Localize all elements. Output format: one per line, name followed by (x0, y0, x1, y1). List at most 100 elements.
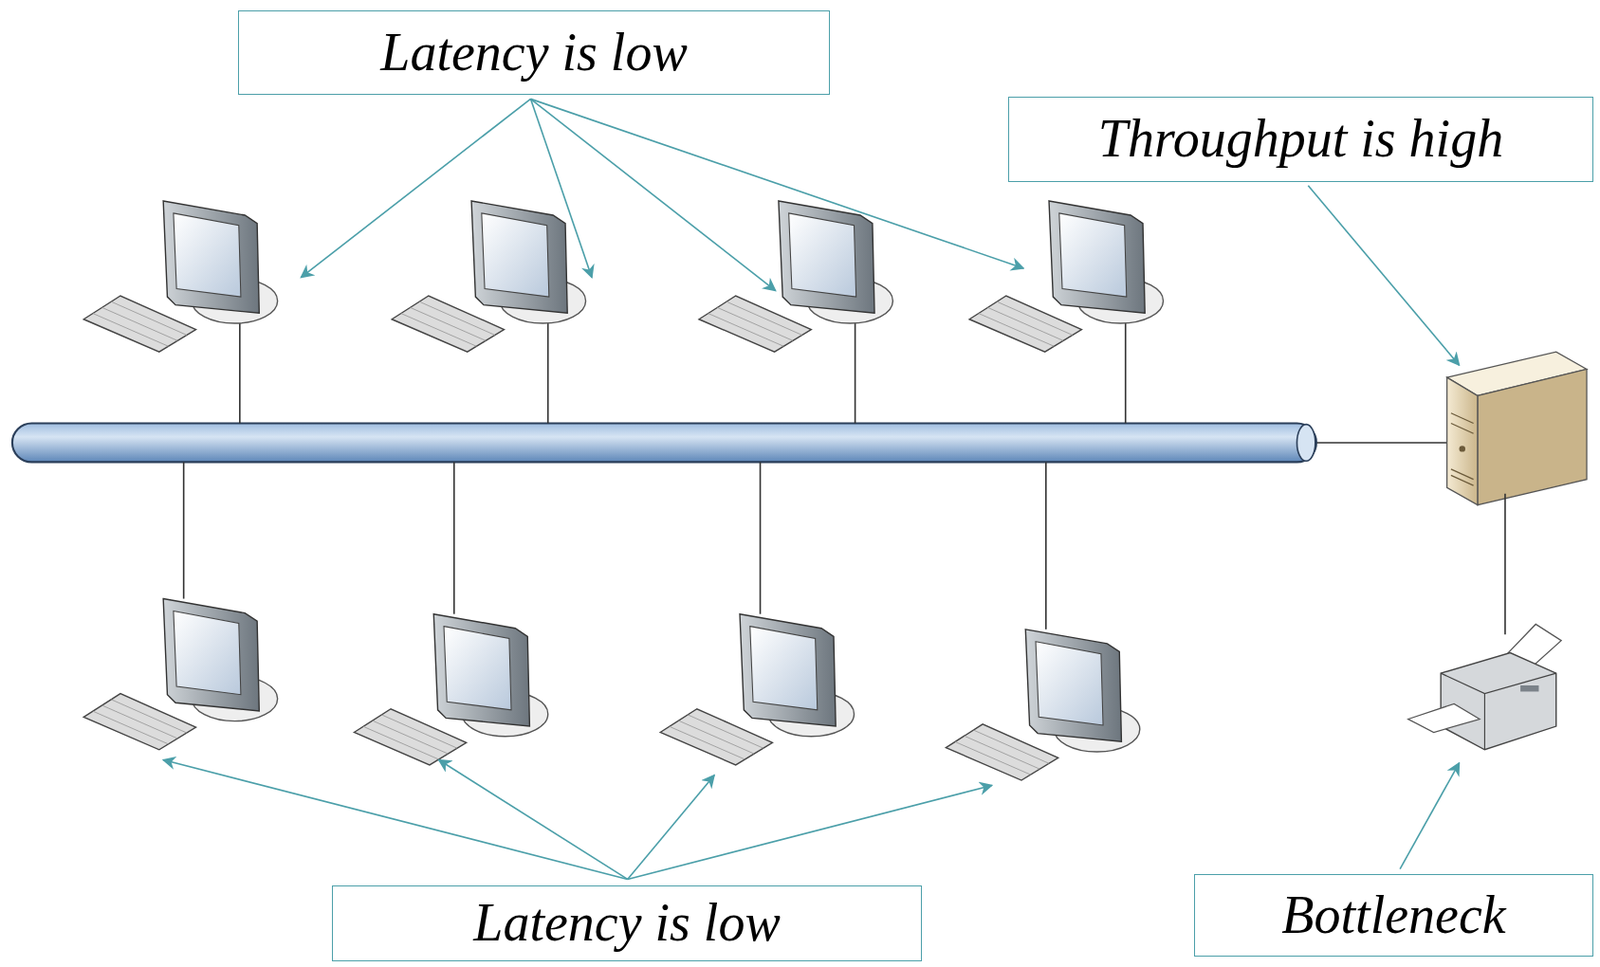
leader-arrow (1399, 763, 1459, 870)
leader-arrow (163, 760, 628, 881)
key-row (419, 301, 496, 335)
server-link (1316, 441, 1448, 444)
key-row (401, 313, 478, 348)
keyboard (945, 724, 1058, 781)
key-row (726, 301, 803, 335)
server-front (1447, 377, 1478, 505)
keyboard (353, 709, 466, 766)
leader-arrow (300, 98, 531, 277)
scene (12, 98, 1587, 880)
leader-arrow (530, 98, 592, 277)
leader-arrow (530, 98, 775, 291)
monitor-screen (173, 213, 241, 297)
printer-link (1504, 494, 1507, 635)
key-row (363, 726, 440, 760)
server-slot (1451, 413, 1474, 424)
monitor-screen (481, 213, 550, 297)
paper-out (1408, 703, 1480, 733)
printer-panel (1520, 685, 1539, 692)
monitor-screen (1035, 642, 1104, 726)
leader-arrow (439, 760, 628, 881)
monitor-screen (750, 626, 818, 711)
monitor-screen (443, 626, 512, 711)
monitor-body (433, 614, 530, 727)
workstation (83, 599, 277, 751)
key-row (955, 741, 1031, 775)
callout-text: Throughput is high (1098, 110, 1504, 169)
printer-edge (1440, 673, 1557, 695)
server (1447, 351, 1587, 505)
key-row (973, 730, 1049, 764)
callout-box: Bottleneck (1194, 874, 1594, 957)
drop-cable (547, 323, 550, 423)
bus-end (1296, 424, 1315, 462)
monitor-body (1048, 201, 1145, 313)
key-row (717, 307, 793, 341)
drop-cable (1045, 461, 1048, 629)
leader-arrow (627, 785, 993, 880)
key-row (669, 726, 746, 760)
keyboard (969, 295, 1082, 352)
workstation (698, 201, 893, 352)
key-row (381, 715, 458, 749)
monitor-body (739, 614, 836, 727)
key-row (110, 301, 187, 335)
key-row (987, 307, 1064, 341)
workstation (83, 201, 277, 352)
callout-box: Throughput is high (1008, 96, 1594, 183)
key-row (102, 307, 179, 341)
workstation (969, 201, 1163, 352)
workstation (945, 629, 1140, 781)
key-row (102, 705, 179, 739)
key-row (678, 720, 755, 755)
power-button (1459, 445, 1466, 452)
callout-text: Latency is low (473, 894, 781, 954)
callout-text: Bottleneck (1281, 886, 1506, 946)
keyboard (660, 709, 773, 766)
keyboard (698, 295, 811, 352)
key-row (92, 711, 169, 745)
key-row (996, 301, 1073, 335)
drop-cable (854, 323, 857, 423)
keyboard (391, 295, 504, 352)
monitor-body (1025, 629, 1122, 742)
server-slot (1451, 475, 1474, 486)
workstation (660, 614, 854, 766)
leader-arrow (530, 98, 1024, 269)
key-row (410, 307, 487, 341)
key-row (964, 735, 1041, 770)
key-row (92, 313, 169, 348)
callout-text: Latency is low (380, 23, 688, 83)
workstation (391, 201, 586, 352)
monitor-body (778, 201, 875, 313)
drop-cable (453, 461, 456, 614)
workstation (353, 614, 548, 766)
key-row (110, 699, 187, 734)
callout-box: Latency is low (238, 10, 830, 95)
bus-cable (12, 422, 1317, 462)
printer (1408, 624, 1562, 750)
callout-box: Latency is low (331, 885, 922, 962)
leader-arrow (627, 775, 715, 881)
monitor-body (163, 201, 259, 313)
monitor-body (163, 599, 259, 712)
drop-cable (239, 323, 241, 423)
monitor-body (471, 201, 568, 313)
key-row (708, 313, 785, 348)
drop-cable (183, 461, 185, 599)
monitor-screen (173, 610, 241, 695)
drop-cable (1124, 323, 1127, 423)
leader-arrow (1307, 185, 1459, 366)
server-side (1477, 368, 1587, 505)
key-row (978, 313, 1055, 348)
keyboard (83, 295, 196, 352)
printer-edge (1484, 694, 1486, 751)
key-row (372, 720, 449, 755)
server-slot (1451, 422, 1474, 434)
monitor-screen (789, 213, 857, 297)
keyboard (83, 694, 196, 751)
server-slot (1451, 469, 1474, 480)
drop-cable (759, 461, 762, 614)
key-row (687, 715, 764, 749)
